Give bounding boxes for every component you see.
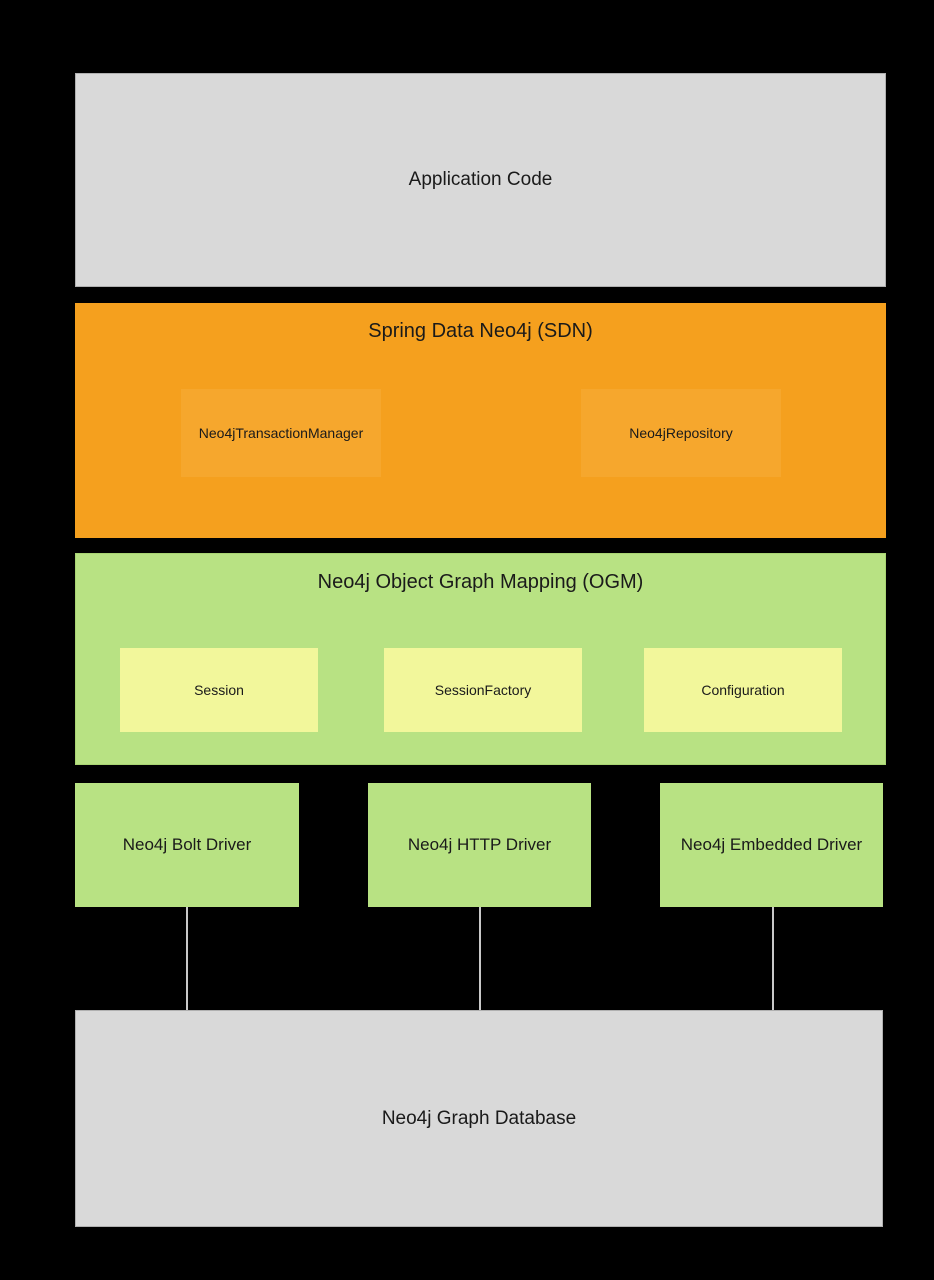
component-neo4j-repository[interactable]: Neo4jRepository — [581, 389, 781, 477]
driver-neo4j-embedded[interactable]: Neo4j Embedded Driver — [660, 783, 883, 907]
layer-neo4j-ogm-label: Neo4j Object Graph Mapping (OGM) — [317, 571, 644, 593]
component-configuration-label: Configuration — [701, 682, 785, 698]
layer-neo4j-ogm[interactable]: Neo4j Object Graph Mapping (OGM) Session… — [75, 553, 886, 765]
layer-neo4j-graph-database[interactable]: Neo4j Graph Database — [75, 1010, 883, 1227]
driver-neo4j-http[interactable]: Neo4j HTTP Driver — [368, 783, 591, 907]
driver-neo4j-http-label: Neo4j HTTP Driver — [407, 835, 552, 854]
layer-application-code-label: Application Code — [408, 169, 553, 190]
connector-bolt-to-database — [186, 907, 188, 1011]
component-session[interactable]: Session — [120, 648, 318, 732]
layer-spring-data-neo4j[interactable]: Spring Data Neo4j (SDN) Neo4jTransaction… — [75, 303, 886, 538]
driver-neo4j-bolt-label: Neo4j Bolt Driver — [122, 835, 252, 854]
component-neo4j-repository-label: Neo4jRepository — [629, 425, 733, 441]
layer-neo4j-graph-database-label: Neo4j Graph Database — [381, 1107, 577, 1129]
component-session-factory[interactable]: SessionFactory — [384, 648, 582, 732]
driver-neo4j-embedded-label: Neo4j Embedded Driver — [680, 835, 863, 854]
component-configuration[interactable]: Configuration — [644, 648, 842, 732]
layer-application-code[interactable]: Application Code — [75, 73, 886, 287]
connector-http-to-database — [479, 907, 481, 1011]
component-session-label: Session — [194, 682, 244, 698]
component-neo4j-transaction-manager-label: Neo4jTransactionManager — [198, 425, 364, 441]
component-session-factory-label: SessionFactory — [434, 682, 532, 698]
driver-neo4j-bolt[interactable]: Neo4j Bolt Driver — [75, 783, 299, 907]
connector-embedded-to-database — [772, 907, 774, 1011]
layer-spring-data-neo4j-label: Spring Data Neo4j (SDN) — [368, 320, 593, 342]
component-neo4j-transaction-manager[interactable]: Neo4jTransactionManager — [181, 389, 381, 477]
